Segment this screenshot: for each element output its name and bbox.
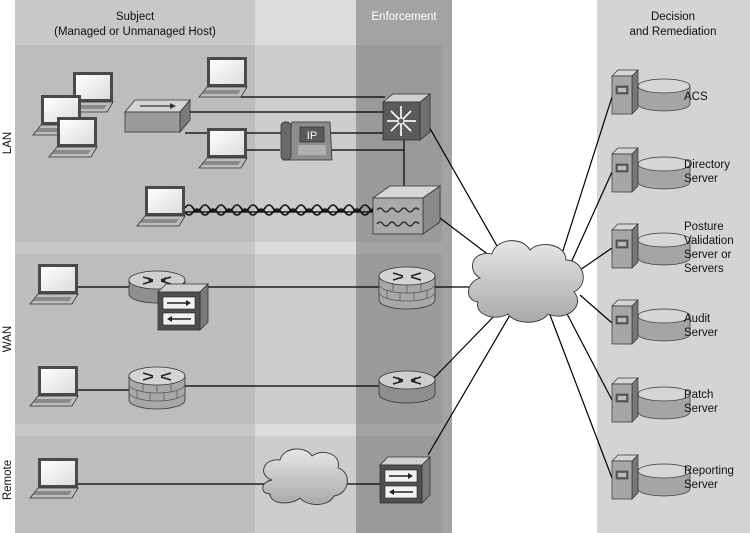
access-server-icon	[371, 185, 442, 235]
server-labels: ACS Directory Server Posture Validation …	[684, 91, 737, 491]
server-label-patch: Patch Server	[684, 389, 718, 415]
wan-router-2-icon	[378, 370, 436, 404]
ip-phone-label: IP	[307, 130, 317, 142]
remote-vpn-box-icon	[379, 456, 431, 504]
wan-vpn-box-icon	[157, 283, 209, 331]
server-label-posture: Posture Validation Server or Servers	[684, 221, 737, 275]
ip-phone-icon: IP	[280, 121, 333, 161]
network-cloud-icon	[468, 240, 584, 323]
lan-hub-icon	[124, 98, 191, 134]
subject-header-line2: (Managed or Unmanaged Host)	[54, 26, 216, 38]
wan-firewall-router-2-icon	[128, 366, 186, 410]
wan-firewall-router-icon	[378, 266, 436, 310]
server-label-audit: Audit Server	[684, 313, 718, 339]
serial-cable-coil	[184, 204, 378, 216]
internet-cloud-small-icon	[262, 448, 348, 505]
server-label-acs: ACS	[684, 91, 708, 103]
row-label-remote: Remote	[2, 460, 14, 500]
row-label-wan: WAN	[2, 326, 14, 352]
decision-header-line2: and Remediation	[630, 26, 717, 38]
server-label-directory: Directory Server	[684, 159, 733, 185]
decision-header-line1: Decision	[651, 11, 695, 23]
subject-header-line1: Subject	[116, 11, 155, 23]
lan-switch-icon	[381, 93, 432, 141]
enforcement-header: Enforcement	[371, 11, 437, 23]
server-label-reporting: Reporting Server	[684, 465, 737, 491]
row-label-lan: LAN	[2, 132, 14, 154]
